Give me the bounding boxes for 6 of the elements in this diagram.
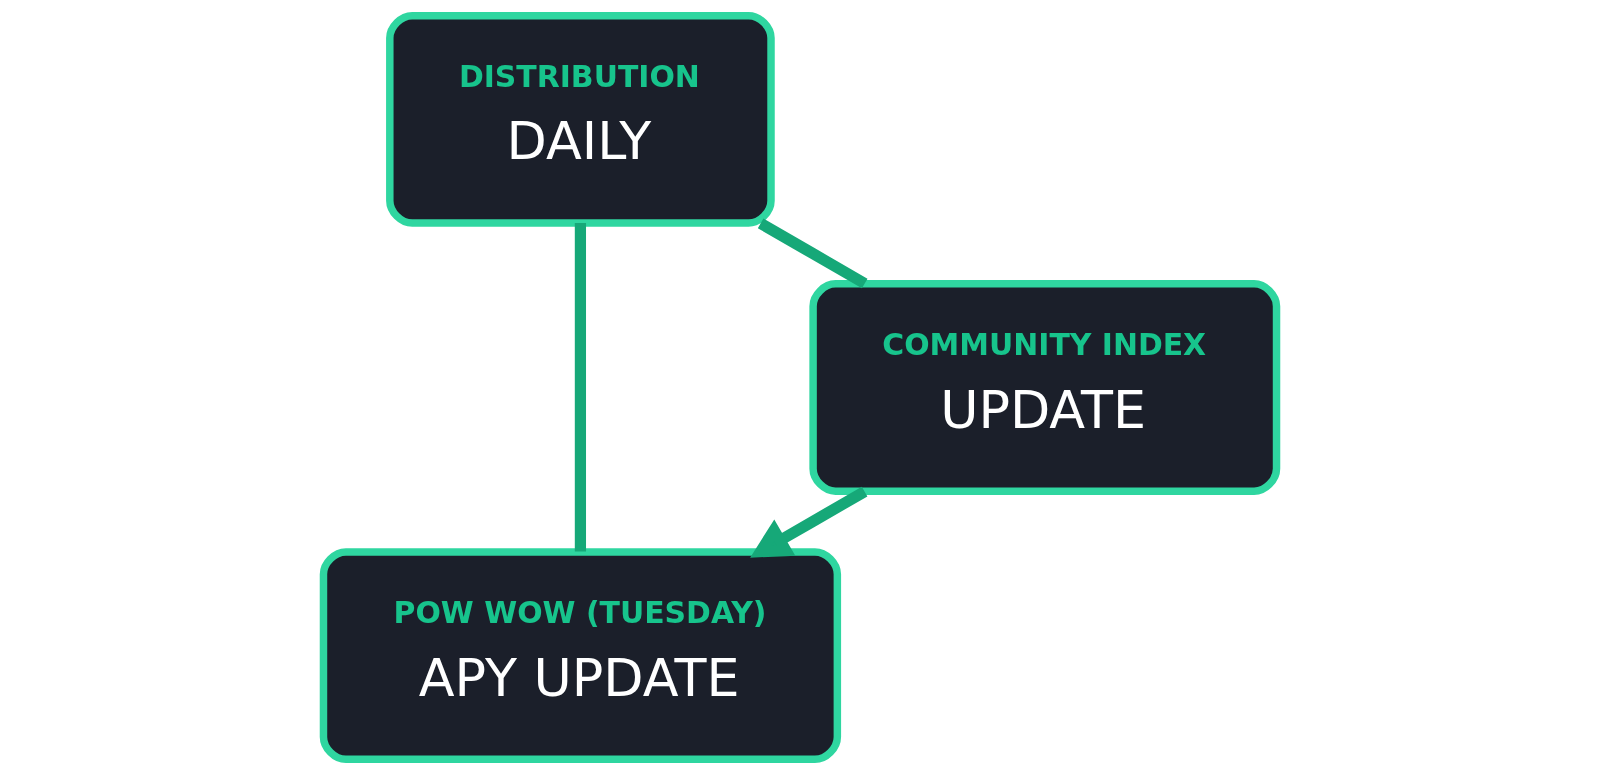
arrow xyxy=(750,486,868,558)
node-box: COMMUNITY INDEX UPDATE xyxy=(809,280,1281,495)
connector xyxy=(757,218,868,289)
node-box: DISTRIBUTION DAILY xyxy=(386,11,775,227)
connector xyxy=(574,223,586,552)
node-box: POW WOW (TUESDAY) APY UPDATE xyxy=(319,548,842,764)
